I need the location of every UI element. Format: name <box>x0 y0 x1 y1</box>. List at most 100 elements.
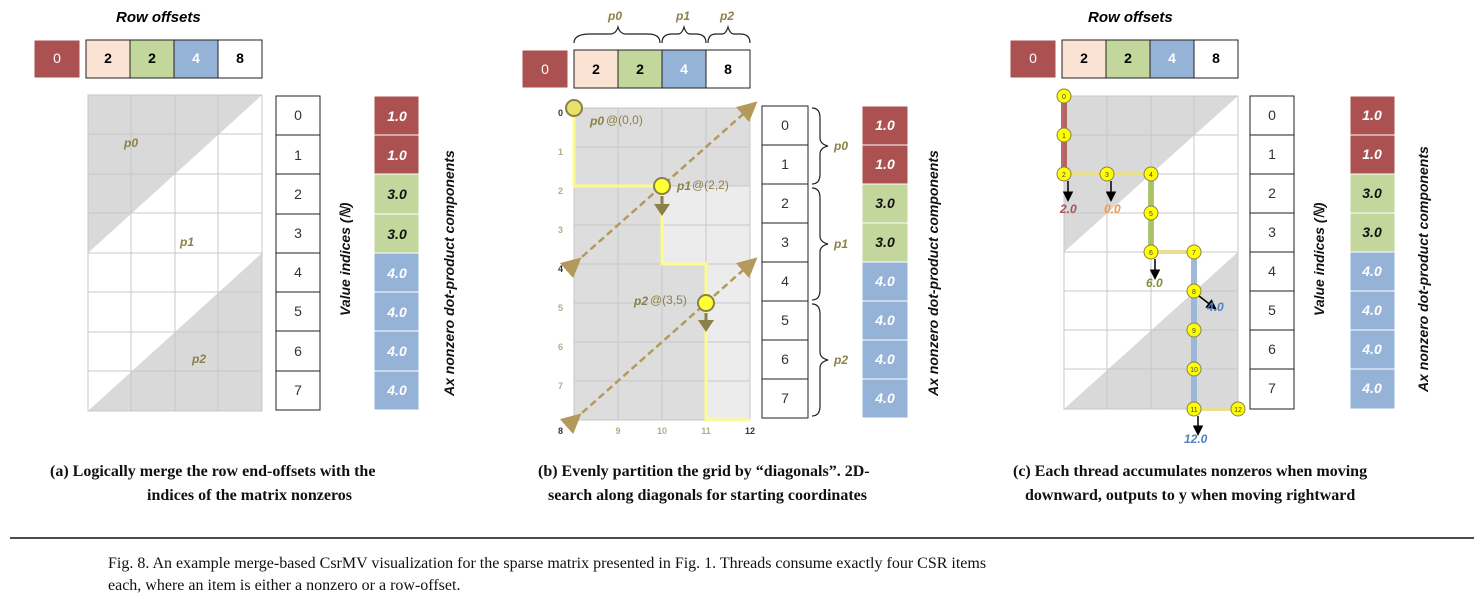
partition-label-p0: p0 <box>833 139 848 153</box>
value-index: 6 <box>294 343 302 359</box>
row-offsets-c: 0 2 2 4 8 <box>1009 39 1239 79</box>
ax-value: 4.0 <box>874 390 895 406</box>
value-index: 0 <box>294 107 302 123</box>
node-label: 0 <box>1062 94 1066 101</box>
value-indices-b: 0 1 2 3 4 5 6 7 <box>761 105 809 419</box>
node-label: 10 <box>1190 367 1198 374</box>
node-label: 2 <box>1062 172 1066 179</box>
node-label: 6 <box>1149 250 1153 257</box>
value-index: 2 <box>1268 185 1276 201</box>
partition-label-p1: p1 <box>675 9 690 23</box>
panel-a: Row offsets 0 2 2 4 8 p0 <box>33 9 457 504</box>
partition-label-p2: p2 <box>191 352 206 366</box>
ax-value: 1.0 <box>1362 146 1382 162</box>
row-offsets-b: 0 2 2 4 8 <box>521 49 751 89</box>
node-label: 8 <box>1192 289 1196 296</box>
ax-value: 4.0 <box>1361 263 1382 279</box>
partition-label-p1: p1 <box>833 237 848 251</box>
row-offset-cell: 2 <box>592 61 600 77</box>
tick-label: 3 <box>558 225 563 235</box>
value-index: 2 <box>781 195 789 211</box>
tick-label: 1 <box>558 147 563 157</box>
partition-label-p0: p0 <box>123 136 138 150</box>
partition-label-p1: p1 <box>676 179 691 193</box>
node-label: 7 <box>1192 250 1196 257</box>
ax-value: 4.0 <box>386 382 407 398</box>
value-index: 3 <box>781 234 789 250</box>
partition-label-p2: p2 <box>719 9 734 23</box>
row-offset-cell: 8 <box>236 50 244 66</box>
ax-value: 3.0 <box>1362 185 1382 201</box>
tick-label: 8 <box>558 426 563 436</box>
tick-label: 9 <box>615 426 620 436</box>
value-index: 7 <box>1268 380 1276 396</box>
output-value: 6.0 <box>1146 276 1163 290</box>
ax-value: 4.0 <box>874 351 895 367</box>
ax-value: 4.0 <box>386 343 407 359</box>
start-coord-p0: @(0,0) <box>606 113 643 127</box>
value-indices-label: Value indices (ℕ) <box>1311 202 1327 316</box>
node-label: 1 <box>1062 133 1066 140</box>
row-offset-cell: 2 <box>636 61 644 77</box>
ax-value: 1.0 <box>875 117 895 133</box>
value-index: 3 <box>1268 224 1276 240</box>
caption-a-line1: (a) Logically merge the row end-offsets … <box>50 463 375 480</box>
start-coord-p2: @(3,5) <box>650 293 687 307</box>
figure-caption-line1: Fig. 8. An example merge-based CsrMV vis… <box>108 555 986 572</box>
value-index: 1 <box>294 147 302 163</box>
tick-label: 7 <box>558 381 563 391</box>
node-label: 12 <box>1234 407 1242 414</box>
row-offset-cell: 2 <box>148 50 156 66</box>
node-label: 5 <box>1149 211 1153 218</box>
value-index: 5 <box>781 312 789 328</box>
partition-label-p0: p0 <box>607 9 622 23</box>
output-value: 2.0 <box>1059 202 1077 216</box>
partition-label-p2: p2 <box>833 353 848 367</box>
partition-braces-side <box>811 107 829 417</box>
panel-c: Row offsets 0 2 2 4 8 <box>1009 9 1431 504</box>
value-index: 1 <box>781 156 789 172</box>
partition-label-p2: p2 <box>633 294 648 308</box>
caption-b-line2: search along diagonals for starting coor… <box>548 487 867 504</box>
node-label: 3 <box>1105 172 1109 179</box>
tick-label: 5 <box>558 303 563 313</box>
ax-value: 3.0 <box>387 186 407 202</box>
value-index: 5 <box>1268 302 1276 318</box>
caption-a-line2: indices of the matrix nonzeros <box>147 487 352 504</box>
panel-b: p0 p1 p2 0 2 2 4 8 <box>521 9 941 504</box>
ax-value: 4.0 <box>386 265 407 281</box>
partition-braces-top <box>573 24 751 44</box>
ax-components-b: 1.0 1.0 3.0 3.0 4.0 4.0 4.0 4.0 <box>861 105 909 419</box>
merge-grid-b: p0 @(0,0) p1 @(2,2) p2 @(3,5) <box>559 99 758 435</box>
node-label: 11 <box>1190 407 1197 414</box>
row-offset-cell: 0 <box>53 50 61 66</box>
ax-value: 4.0 <box>1361 341 1382 357</box>
row-offset-cell: 4 <box>1168 50 1176 66</box>
row-offset-cell: 2 <box>104 50 112 66</box>
value-index: 6 <box>781 351 789 367</box>
merge-grid-a: p0 p1 p2 <box>87 94 263 412</box>
value-index: 6 <box>1268 341 1276 357</box>
value-index: 7 <box>781 390 789 406</box>
output-value: 12.0 <box>1184 432 1208 446</box>
value-indices-c: 0 1 2 3 4 5 6 7 <box>1249 95 1295 410</box>
value-index: 5 <box>294 303 302 319</box>
value-index: 0 <box>781 117 789 133</box>
ax-value: 4.0 <box>874 312 895 328</box>
tick-label: 0 <box>558 108 563 118</box>
value-index: 4 <box>1268 263 1276 279</box>
grid-b-left-ticks: 0 1 2 3 4 5 6 7 8 <box>558 108 563 436</box>
ax-components-label: Ax nonzero dot-product components <box>441 150 457 397</box>
ax-value: 3.0 <box>387 226 407 242</box>
row-offsets-a: 0 2 2 4 8 <box>33 39 263 79</box>
row-offset-cell: 2 <box>1080 50 1088 66</box>
tick-label: 11 <box>701 426 711 436</box>
ax-value: 1.0 <box>387 108 407 124</box>
value-index: 1 <box>1268 146 1276 162</box>
ax-value: 3.0 <box>875 195 895 211</box>
value-index: 0 <box>1268 107 1276 123</box>
tick-label: 10 <box>657 426 667 436</box>
grid-b-bottom-ticks: 9 10 11 12 <box>615 426 755 436</box>
tick-label: 12 <box>745 426 755 436</box>
value-index: 4 <box>294 264 302 280</box>
